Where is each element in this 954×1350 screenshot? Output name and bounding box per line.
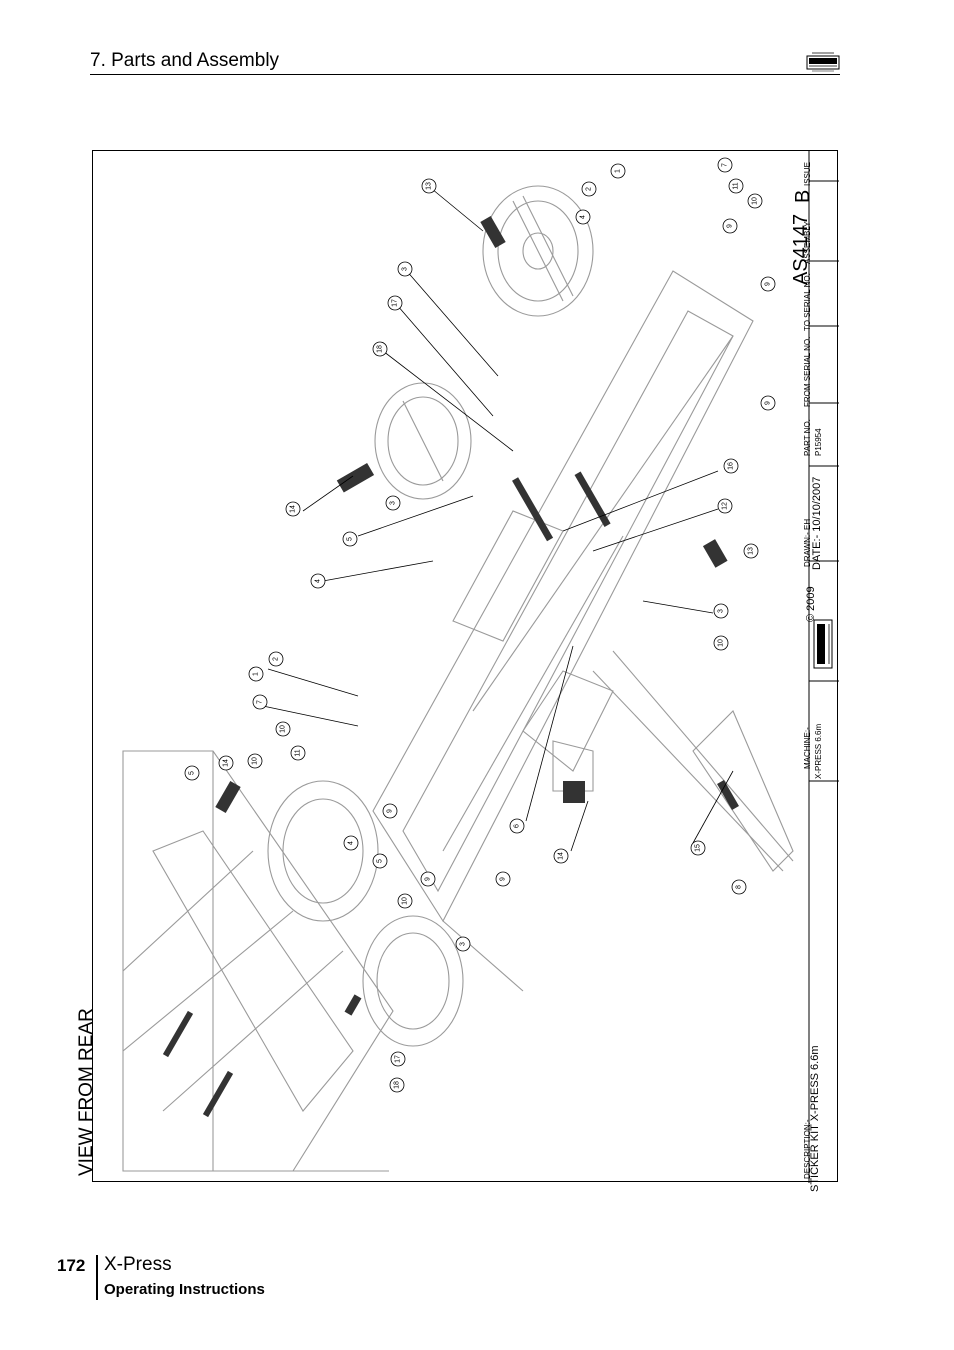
callout-number: 17 [392, 299, 399, 307]
machine-value: X-PRESS 6.6m [814, 723, 823, 779]
callout-number: 10 [402, 897, 409, 905]
callout-number: 9 [765, 282, 772, 286]
callout-number: 9 [425, 877, 432, 881]
assembly-number: AS4147 [790, 213, 812, 285]
callout-number: 7 [722, 163, 729, 167]
callout-number: 3 [390, 501, 397, 505]
callout-number: 9 [727, 224, 734, 228]
callout-number: 18 [394, 1081, 401, 1089]
parts-drawing: 1312741110931718991614351213431021710119… [122, 157, 794, 1172]
footer-divider [96, 1255, 98, 1300]
drawing-date: DATE:- 10/10/2007 [811, 476, 823, 570]
callout-number: 1 [253, 672, 260, 676]
callout-number: 2 [273, 657, 280, 661]
callout-number: 1 [615, 169, 622, 173]
callout-number: 6 [514, 824, 521, 828]
view-label: VIEW FROM REAR [76, 1008, 97, 1176]
callout-number: 5 [377, 859, 384, 863]
callout-number: 15 [695, 844, 702, 852]
callout-number: 9 [500, 877, 507, 881]
callout-number: 14 [558, 852, 565, 860]
callout-number: 13 [426, 182, 433, 190]
callout-number: 3 [402, 267, 409, 271]
callout-number: 10 [280, 725, 287, 733]
callout-number: 14 [290, 505, 297, 513]
footer-product: X-Press [104, 1254, 172, 1275]
callout-number: 13 [748, 547, 755, 555]
callout-number: 17 [395, 1055, 402, 1063]
part-no-label: PART NO. [803, 419, 812, 456]
from-serial-label: FROM SERIAL NO. [803, 336, 812, 407]
callout-number: 12 [722, 502, 729, 510]
callout-number: 18 [377, 345, 384, 353]
copyright: © 2009 [805, 586, 817, 622]
callout-number: 9 [387, 809, 394, 813]
title-block [808, 151, 839, 1183]
callout-number: 4 [315, 579, 322, 583]
machine-label: MACHINE:- [803, 727, 812, 769]
footer-subtitle: Operating Instructions [104, 1281, 265, 1298]
page-number: 172 [57, 1256, 86, 1275]
callout-number: 11 [295, 749, 302, 756]
simba-logo-titleblock [813, 619, 833, 669]
issue-label: ISSUE [803, 161, 812, 186]
callout-number: 10 [752, 197, 759, 205]
header-rule [90, 74, 840, 75]
issue-value: B [792, 189, 814, 203]
section-title: 7. Parts and Assembly [90, 50, 280, 71]
callout-number: 7 [257, 700, 264, 704]
part-no-value: P15954 [814, 428, 823, 456]
simba-logo [806, 52, 840, 72]
callout-number: 16 [728, 462, 735, 470]
callout-number: 10 [718, 639, 725, 647]
callout-number: 5 [189, 771, 196, 775]
callout-number: 10 [252, 757, 259, 765]
description-value: STICKER KIT X-PRESS 6.6m [809, 1045, 821, 1192]
callout-number: 5 [347, 537, 354, 541]
callout-number: 2 [586, 187, 593, 191]
callout-number: 3 [718, 609, 725, 613]
callout-number: 4 [348, 841, 355, 845]
callout-number: 14 [223, 759, 230, 767]
callout-number: 4 [580, 215, 587, 219]
callout-number: 11 [733, 182, 740, 189]
callout-number: 3 [460, 942, 467, 946]
callout-number: 8 [736, 885, 743, 889]
callout-number: 9 [765, 401, 772, 405]
